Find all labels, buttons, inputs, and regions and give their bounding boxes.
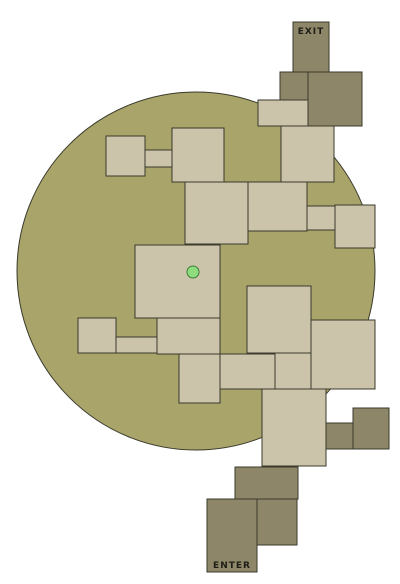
room[interactable]	[279, 71, 309, 101]
room[interactable]	[246, 285, 312, 354]
room[interactable]	[334, 204, 376, 249]
room[interactable]	[352, 407, 390, 450]
corridor[interactable]	[306, 205, 336, 231]
room[interactable]	[257, 99, 309, 127]
room[interactable]	[280, 125, 335, 183]
player-marker-icon	[186, 265, 200, 279]
corridor[interactable]	[144, 149, 173, 168]
unlit-rooms	[206, 21, 390, 573]
enter-label: ENTER	[213, 561, 251, 571]
room[interactable]	[77, 317, 117, 354]
room[interactable]	[307, 71, 363, 127]
room[interactable]	[256, 498, 298, 546]
corridor[interactable]	[115, 336, 158, 354]
room[interactable]	[156, 317, 221, 355]
exit-label: EXIT	[298, 27, 325, 37]
room[interactable]	[310, 319, 376, 390]
room-start[interactable]	[134, 244, 221, 319]
room[interactable]	[234, 466, 299, 500]
lit-rooms	[77, 99, 376, 467]
room[interactable]	[171, 127, 225, 183]
room[interactable]	[184, 181, 249, 245]
room[interactable]	[261, 388, 327, 467]
room[interactable]	[247, 181, 308, 232]
room[interactable]	[178, 353, 221, 404]
room[interactable]	[219, 353, 276, 390]
room[interactable]	[325, 422, 354, 450]
room[interactable]	[274, 352, 312, 390]
room[interactable]	[105, 135, 146, 177]
room-exit[interactable]	[292, 21, 330, 73]
